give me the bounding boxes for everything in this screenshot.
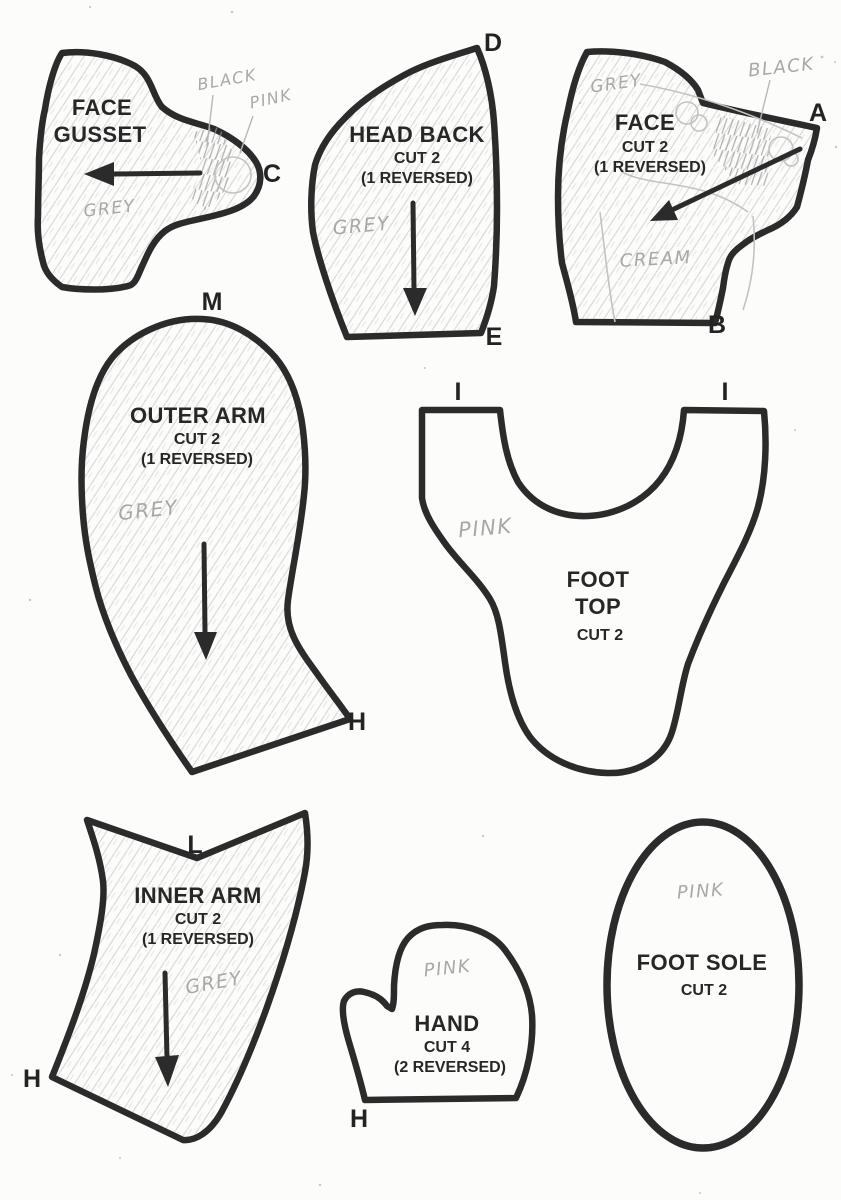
face-neck-sketch-line	[599, 211, 616, 323]
head-back-reversed-label: (1 REVERSED)	[361, 170, 473, 187]
notch-point-h: H	[348, 708, 366, 736]
notch-point-c: C	[263, 160, 281, 188]
hand-reversed-label: (2 REVERSED)	[394, 1059, 506, 1076]
fabric-note-pink: PINK	[248, 85, 294, 112]
inner-arm-name: INNER ARM	[134, 883, 261, 908]
foot-top-name-line1: FOOT	[567, 567, 630, 592]
notch-point-b: B	[708, 311, 726, 339]
notch-point-l: L	[187, 831, 202, 859]
fabric-note-pink: PINK	[676, 879, 725, 903]
face-gusset-name-line1: FACE	[72, 95, 132, 120]
grain-arrow-icon	[194, 541, 217, 660]
piece-face: FACE CUT 2 (1 REVERSED) GREY BLACK CREAM…	[554, 48, 827, 339]
piece-outer-arm: OUTER ARM CUT 2 (1 REVERSED) GREY M H	[78, 288, 366, 776]
scan-specks	[11, 5, 838, 1194]
foot-sole-outline	[603, 818, 803, 1152]
face-muzzle-sketch-circle	[768, 136, 794, 162]
fabric-note-grey: GREY	[332, 213, 391, 240]
fabric-note-cream: CREAM	[619, 247, 692, 272]
inner-arm-reversed-label: (1 REVERSED)	[142, 931, 254, 948]
fabric-note-pink: PINK	[423, 956, 472, 982]
notch-point-i-right: I	[722, 378, 729, 406]
face-gusset-pencil-circle	[214, 156, 252, 194]
foot-top-name-line2: TOP	[575, 594, 621, 619]
head-back-name: HEAD BACK	[349, 122, 485, 147]
face-cheek-sketch-line	[621, 171, 749, 213]
notch-point-i-left: I	[455, 378, 462, 406]
piece-hand: HAND CUT 4 (2 REVERSED) PINK H	[339, 921, 536, 1133]
outer-arm-name: OUTER ARM	[130, 403, 266, 428]
black-note-leader-line	[206, 94, 214, 147]
head-back-cut-label: CUT 2	[394, 150, 440, 167]
grain-arrow-icon	[403, 200, 427, 316]
piece-foot-sole: FOOT SOLE CUT 2 PINK	[603, 818, 803, 1152]
fabric-note-black: BLACK	[747, 54, 815, 82]
inner-arm-cut-label: CUT 2	[175, 911, 221, 928]
face-cut-label: CUT 2	[622, 139, 668, 156]
face-eye-sketch-circle-small	[690, 114, 708, 132]
fabric-note-black: BLACK	[196, 65, 258, 94]
grain-arrow-icon	[155, 970, 179, 1087]
outer-arm-outline	[78, 315, 354, 776]
black-note-leader-line	[756, 79, 771, 134]
foot-sole-cut-label: CUT 2	[681, 982, 727, 999]
notch-point-m: M	[202, 288, 223, 316]
piece-head-back: HEAD BACK CUT 2 (1 REVERSED) GREY D E	[308, 29, 503, 351]
pink-note-leader-line	[239, 115, 254, 154]
head-back-outline	[308, 44, 501, 341]
piece-face-gusset: FACE GUSSET BLACK PINK GREY C	[34, 48, 294, 293]
hand-cut-label: CUT 4	[424, 1039, 470, 1056]
hand-outline	[339, 921, 536, 1104]
face-gusset-name-line2: GUSSET	[54, 122, 147, 147]
foot-top-cut-label: CUT 2	[577, 627, 623, 644]
face-brow-sketch-line	[639, 83, 803, 139]
face-gusset-pencil-shading	[190, 127, 232, 212]
notch-point-h: H	[23, 1065, 41, 1093]
face-eye-sketch-circle	[675, 101, 699, 125]
fabric-note-pink: PINK	[457, 514, 514, 543]
face-name: FACE	[615, 110, 675, 135]
face-gusset-outline	[34, 48, 264, 293]
outer-arm-cut-label: CUT 2	[174, 431, 220, 448]
piece-inner-arm: INNER ARM CUT 2 (1 REVERSED) GREY L H	[23, 809, 311, 1144]
hand-name: HAND	[414, 1011, 479, 1036]
foot-sole-name: FOOT SOLE	[637, 950, 768, 975]
grain-arrow-icon	[84, 162, 203, 186]
piece-foot-top: FOOT TOP CUT 2 PINK I I	[418, 378, 769, 777]
notch-point-a: A	[809, 99, 827, 127]
face-reversed-label: (1 REVERSED)	[594, 159, 706, 176]
notch-point-d: D	[484, 29, 502, 57]
grain-arrow-icon	[650, 146, 803, 221]
outer-arm-reversed-label: (1 REVERSED)	[141, 451, 253, 468]
notch-point-h: H	[350, 1105, 368, 1133]
inner-arm-outline	[48, 809, 311, 1144]
face-jaw-sketch-line	[742, 215, 756, 311]
notch-point-e: E	[486, 323, 503, 351]
foot-top-outline	[418, 406, 769, 777]
